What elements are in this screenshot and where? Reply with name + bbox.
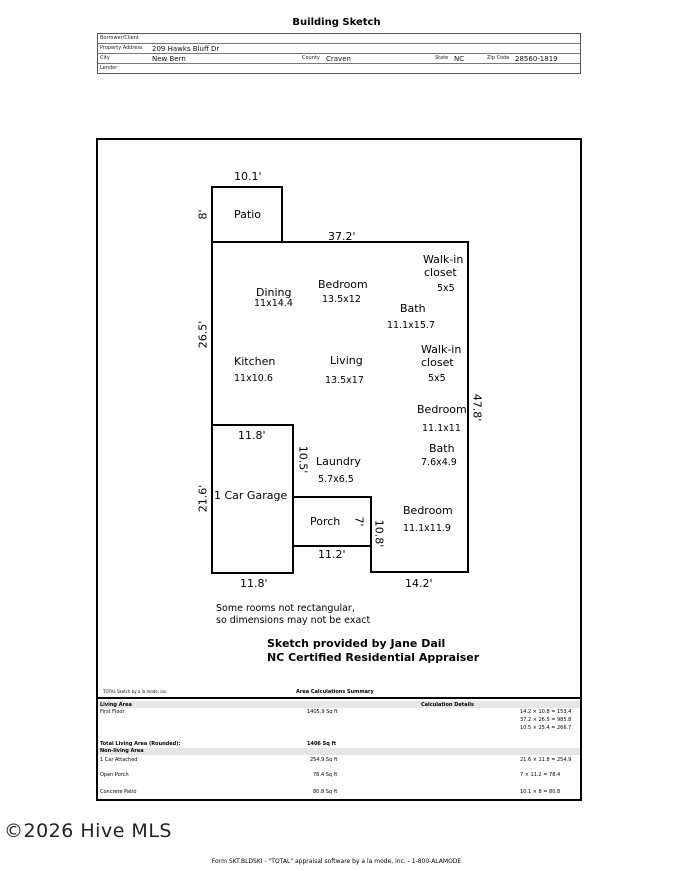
room-bath-2: Bath bbox=[429, 442, 455, 455]
room-walkin-2-b: closet bbox=[421, 356, 454, 369]
room-living: Living bbox=[330, 354, 363, 367]
sketch-credit-line-1: Sketch provided by Jane Dail bbox=[267, 637, 446, 650]
lender-label: Lender bbox=[100, 65, 118, 71]
garage-area-label: 1 Car Attached bbox=[100, 757, 138, 763]
living-area-label: Living Area bbox=[100, 702, 132, 708]
county-value: Craven bbox=[326, 55, 351, 63]
dim-porch-side: 7' bbox=[352, 516, 366, 527]
garage-area-calc: 21.6 × 11.8 = 254.9 bbox=[520, 757, 572, 763]
room-bedroom-1-dim: 13.5x12 bbox=[322, 294, 361, 305]
room-bedroom-3: Bedroom bbox=[403, 504, 453, 517]
city-value: New Bern bbox=[152, 55, 186, 63]
sketch-note-line-2: so dimensions may not be exact bbox=[216, 615, 371, 626]
porch-area-value: 78.4 Sq ft bbox=[313, 772, 338, 778]
room-walkin-1-b: closet bbox=[424, 266, 457, 279]
state-value: NC bbox=[454, 55, 465, 63]
room-bedroom-1: Bedroom bbox=[318, 278, 368, 291]
room-bath-2-dim: 7.6x4.9 bbox=[421, 457, 457, 468]
calc-line-3: 10.5 × 25.4 = 266.7 bbox=[520, 725, 572, 731]
first-floor-label: First Floor bbox=[100, 709, 125, 715]
borrower-label: Borrower/Client bbox=[100, 35, 139, 41]
room-bedroom-2-dim: 11.1x11 bbox=[422, 423, 461, 434]
dim-patio-side: 8' bbox=[196, 209, 210, 220]
zip-value: 28560-1819 bbox=[515, 55, 558, 63]
dim-garage-side: 21.6' bbox=[196, 484, 210, 513]
software-note: TOTAL Sketch by a la mode, inc. bbox=[103, 689, 168, 694]
room-dining-dim: 11x14.4 bbox=[254, 298, 293, 309]
room-patio: Patio bbox=[234, 208, 261, 221]
room-bath-1: Bath bbox=[400, 302, 426, 315]
calc-line-1: 14.2 × 10.8 = 153.4 bbox=[520, 709, 572, 715]
non-living-label: Non-living Area bbox=[100, 748, 144, 754]
patio-area-value: 80.8 Sq ft bbox=[313, 789, 338, 795]
room-walkin-2-dim: 5x5 bbox=[428, 373, 446, 384]
room-kitchen: Kitchen bbox=[234, 355, 276, 368]
room-kitchen-dim: 11x10.6 bbox=[234, 373, 273, 384]
room-living-dim: 13.5x17 bbox=[325, 375, 364, 386]
garage-area-value: 254.9 Sq ft bbox=[310, 757, 338, 763]
porch-area-label: Open Porch bbox=[100, 772, 129, 778]
dim-right-lower: 10.8' bbox=[372, 519, 386, 548]
calc-details-label: Calculation Details bbox=[421, 702, 474, 708]
header-row-lender: Lender bbox=[98, 64, 580, 74]
first-floor-value: 1405.9 Sq ft bbox=[307, 709, 338, 715]
porch-area-calc: 7 × 11.2 = 78.4 bbox=[520, 772, 561, 778]
room-dining: Dining bbox=[256, 286, 292, 299]
dim-patio-top: 10.1' bbox=[234, 170, 262, 183]
porch-outline bbox=[292, 496, 372, 547]
room-walkin-1-dim: 5x5 bbox=[437, 283, 455, 294]
calc-line-2: 37.2 × 26.5 = 985.8 bbox=[520, 717, 572, 723]
dim-main-top: 37.2' bbox=[328, 230, 356, 243]
patio-area-label: Concrete Patio bbox=[100, 789, 137, 795]
sketch-frame bbox=[96, 138, 582, 801]
room-laundry-dim: 5.7x6.5 bbox=[318, 474, 354, 485]
room-laundry: Laundry bbox=[316, 455, 361, 468]
property-value: 209 Hawks Bluff Dr bbox=[152, 45, 220, 53]
watermark: ©2026 Hive MLS bbox=[4, 820, 172, 842]
dim-bottom-right: 14.2' bbox=[405, 577, 433, 590]
room-bedroom-2: Bedroom bbox=[417, 403, 467, 416]
room-bath-1-dim: 11.1x15.7 bbox=[387, 320, 435, 331]
dim-garage-bottom: 11.8' bbox=[240, 577, 268, 590]
property-label: Property Address bbox=[100, 45, 143, 51]
page-title: Building Sketch bbox=[292, 17, 381, 28]
header-row-city: City New Bern County Craven State NC Zip… bbox=[98, 54, 580, 64]
header-table: Borrower/Client Property Address 209 Haw… bbox=[97, 33, 581, 74]
room-walkin-1: Walk-in bbox=[423, 253, 464, 266]
form-footer: Form SKT.BLDSKI - "TOTAL" appraisal soft… bbox=[211, 858, 462, 865]
total-living-value: 1406 Sq ft bbox=[307, 741, 337, 747]
room-garage: 1 Car Garage bbox=[214, 489, 288, 502]
room-walkin-2: Walk-in bbox=[421, 343, 462, 356]
dim-left-upper: 26.5' bbox=[196, 320, 210, 349]
dim-porch-bottom: 11.2' bbox=[318, 548, 346, 561]
room-porch: Porch bbox=[310, 515, 341, 528]
dim-garage-top: 11.8' bbox=[238, 429, 266, 442]
living-area-band bbox=[98, 701, 580, 708]
state-label: State bbox=[435, 55, 449, 61]
summary-title: Area Calculations Summary bbox=[296, 689, 374, 695]
patio-area-calc: 10.1 × 8 = 80.8 bbox=[520, 789, 561, 795]
area-summary: Living Area Calculation Details First Fl… bbox=[96, 697, 582, 803]
city-label: City bbox=[100, 55, 110, 61]
non-living-band bbox=[98, 748, 580, 755]
dim-right: 47.8' bbox=[470, 393, 484, 422]
dim-laundry-side: 10.5' bbox=[296, 445, 310, 474]
county-label: County bbox=[302, 55, 320, 61]
total-living-label: Total Living Area (Rounded): bbox=[100, 741, 181, 747]
header-row-property: Property Address 209 Hawks Bluff Dr bbox=[98, 44, 580, 54]
header-row-borrower: Borrower/Client bbox=[98, 34, 580, 44]
zip-label: Zip Code bbox=[487, 55, 510, 61]
room-bedroom-3-dim: 11.1x11.9 bbox=[403, 523, 451, 534]
sketch-credit-line-2: NC Certified Residential Appraiser bbox=[267, 651, 480, 664]
sketch-note-line-1: Some rooms not rectangular, bbox=[216, 603, 355, 614]
